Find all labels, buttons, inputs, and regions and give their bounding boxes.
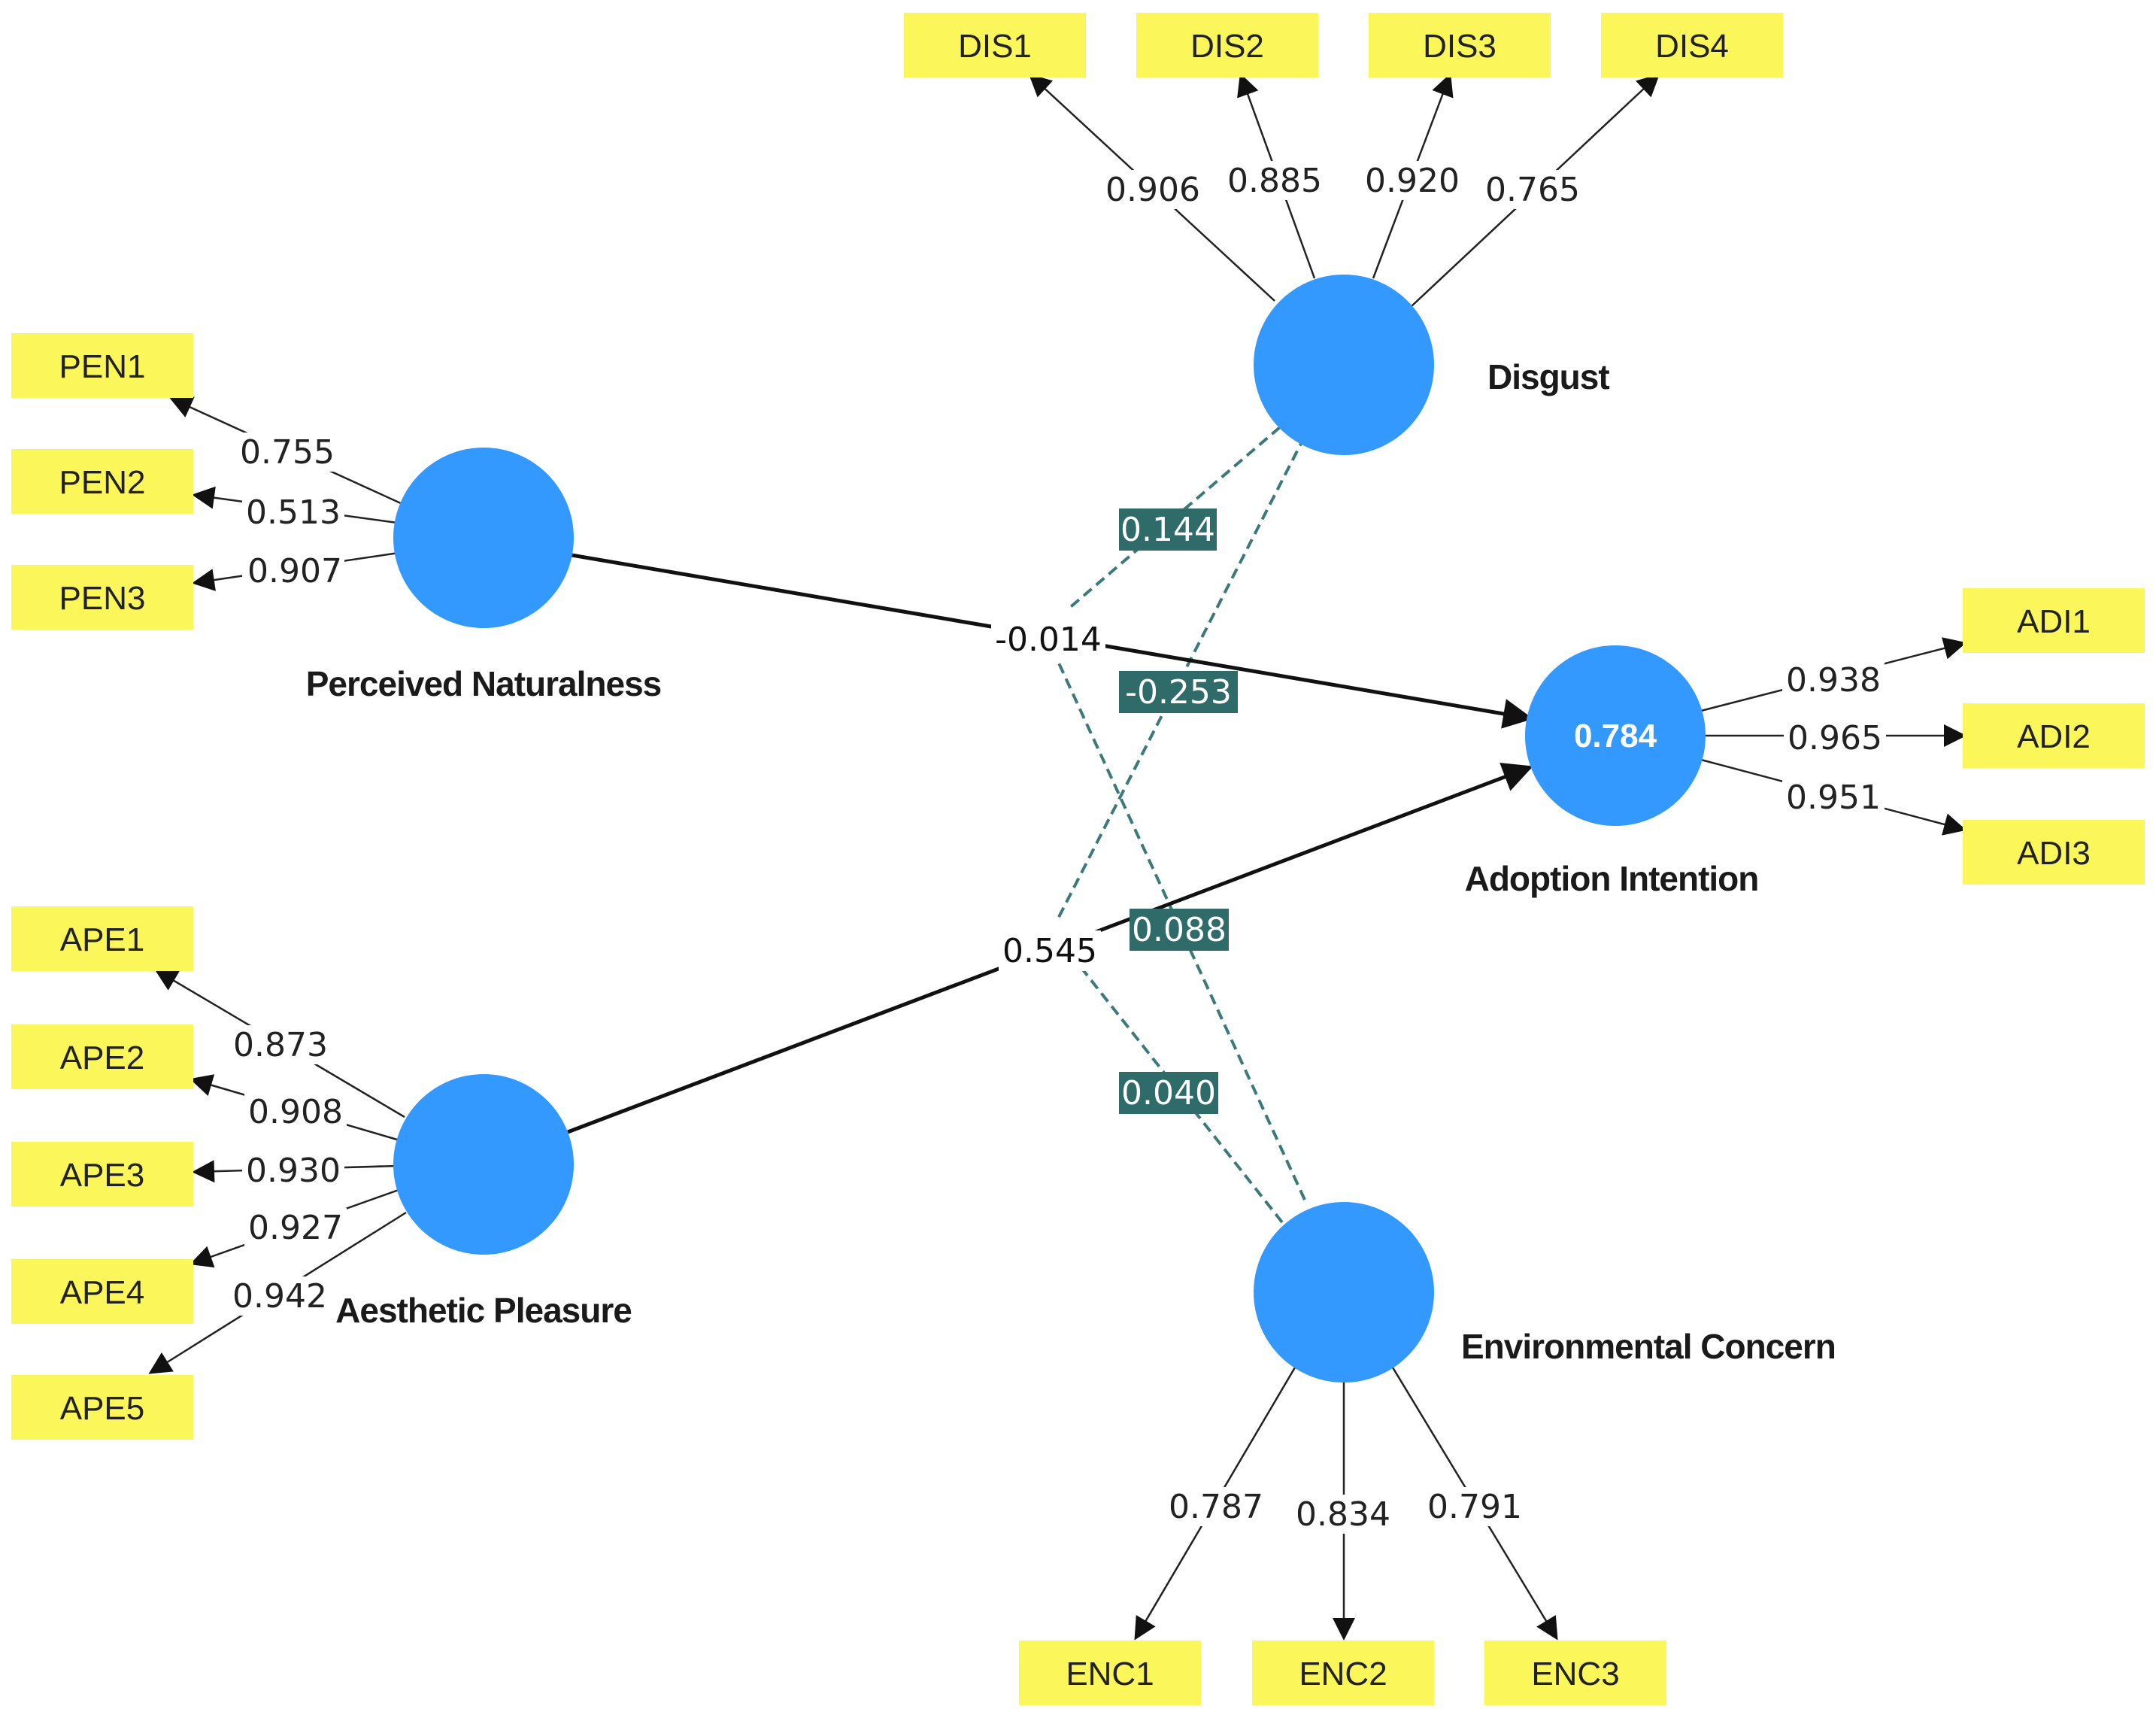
loading-value-dis1: 0.906 (1105, 171, 1200, 209)
construct-circle-dis[interactable] (1254, 275, 1434, 455)
construct-circle-pen[interactable] (393, 448, 574, 628)
moderation-box-dis-ape (1119, 671, 1238, 713)
moderation-box-enc-pen (1130, 909, 1229, 951)
indicator-box-pen3[interactable] (11, 565, 193, 630)
indicator-label-dis3: DIS3 (1423, 28, 1496, 65)
construct-names: Perceived Naturalness Aesthetic Pleasure… (306, 357, 1836, 1366)
construct-name-pen: Perceived Naturalness (306, 664, 662, 703)
indicator-box-adi2[interactable] (1963, 703, 2145, 768)
indicator-box-dis2[interactable] (1136, 13, 1318, 77)
indicator-label-enc1: ENC1 (1066, 1656, 1154, 1692)
indicator-box-enc3[interactable] (1484, 1641, 1666, 1705)
construct-name-ape: Aesthetic Pleasure (335, 1291, 632, 1330)
moderation-value-dis-pen: 0.144 (1120, 511, 1215, 549)
indicator-box-ape2[interactable] (11, 1024, 193, 1089)
moderation-value-enc-pen: 0.088 (1132, 911, 1227, 949)
loading-value-ape5: 0.942 (232, 1277, 327, 1316)
indicator-box-ape3[interactable] (11, 1142, 193, 1207)
loading-value-pen3: 0.907 (247, 552, 342, 590)
construct-name-enc: Environmental Concern (1461, 1327, 1836, 1366)
loading-value-ape1: 0.873 (233, 1026, 328, 1064)
moderation-value-dis-ape: -0.253 (1125, 673, 1232, 712)
path-coef-ape-adi: 0.545 (1002, 932, 1097, 970)
loading-value-adi3: 0.951 (1786, 779, 1881, 817)
loading-value-ape4: 0.927 (248, 1209, 343, 1247)
indicator-box-pen2[interactable] (11, 449, 193, 514)
indicator-label-pen1: PEN1 (59, 348, 146, 385)
indicator-label-enc2: ENC2 (1299, 1656, 1387, 1692)
constructs: 0.784 (393, 275, 1706, 1383)
indicator-label-enc3: ENC3 (1531, 1656, 1619, 1692)
loading-value-pen1: 0.755 (240, 433, 335, 472)
indicator-box-adi3[interactable] (1963, 820, 2145, 885)
indicator-label-pen2: PEN2 (59, 464, 146, 501)
loading-value-dis2: 0.885 (1227, 162, 1322, 200)
indicator-label-ape2: APE2 (60, 1040, 145, 1076)
construct-circle-adi[interactable] (1525, 645, 1706, 826)
indicator-label-ape1: APE1 (60, 921, 145, 958)
moderation-box-dis-pen (1119, 508, 1217, 551)
loading-values: 0.755 0.513 0.907 0.873 0.908 0.930 0.92… (229, 161, 1886, 1534)
loading-value-dis3: 0.920 (1365, 162, 1460, 200)
loading-value-ape2: 0.908 (248, 1093, 343, 1131)
loading-value-enc3: 0.791 (1427, 1488, 1522, 1526)
indicator-box-ape5[interactable] (11, 1375, 193, 1440)
loading-value-enc1: 0.787 (1169, 1488, 1263, 1526)
path-coefficients: -0.014 0.545 (991, 619, 1105, 971)
indicator-label-dis4: DIS4 (1655, 28, 1729, 65)
loading-lines (148, 73, 1966, 1641)
loading-value-enc2: 0.834 (1296, 1495, 1390, 1534)
loading-value-pen2: 0.513 (246, 493, 341, 532)
indicator-box-dis4[interactable] (1601, 13, 1783, 77)
indicator-label-adi3: ADI3 (2017, 835, 2091, 872)
moderation-box-enc-ape (1119, 1072, 1218, 1114)
indicator-box-dis1[interactable] (904, 13, 1086, 77)
indicator-box-dis3[interactable] (1369, 13, 1551, 77)
indicator-label-dis1: DIS1 (958, 28, 1032, 65)
loading-value-dis4: 0.765 (1485, 171, 1580, 209)
r-squared-value-adi: 0.784 (1574, 718, 1657, 754)
indicators: PEN1 PEN2 PEN3 APE1 APE2 APE3 APE4 APE5 … (11, 13, 2145, 1705)
indicator-box-ape1[interactable] (11, 906, 193, 971)
construct-circle-ape[interactable] (393, 1074, 574, 1255)
indicator-label-dis2: DIS2 (1190, 28, 1264, 65)
indicator-label-adi1: ADI1 (2017, 603, 2091, 640)
indicator-box-ape4[interactable] (11, 1259, 193, 1324)
indicator-label-ape3: APE3 (60, 1157, 145, 1194)
indicator-label-adi2: ADI2 (2017, 718, 2091, 755)
indicator-box-pen1[interactable] (11, 333, 193, 398)
indicator-label-ape4: APE4 (60, 1274, 145, 1311)
path-coef-pen-adi: -0.014 (995, 621, 1102, 659)
construct-name-adi: Adoption Intention (1465, 859, 1759, 898)
indicator-label-pen3: PEN3 (59, 580, 146, 617)
construct-name-dis: Disgust (1487, 357, 1609, 396)
loading-value-adi1: 0.938 (1786, 661, 1881, 700)
loading-value-adi2: 0.965 (1788, 719, 1882, 757)
loading-value-ape3: 0.930 (246, 1152, 341, 1190)
moderation-labels: 0.144 -0.253 0.088 0.040 (1119, 508, 1238, 1114)
moderation-value-enc-ape: 0.040 (1121, 1074, 1216, 1112)
indicator-label-ape5: APE5 (60, 1390, 145, 1427)
indicator-box-enc1[interactable] (1019, 1641, 1201, 1705)
indicator-box-adi1[interactable] (1963, 588, 2145, 653)
indicator-box-enc2[interactable] (1252, 1641, 1434, 1705)
construct-circle-enc[interactable] (1254, 1202, 1434, 1383)
